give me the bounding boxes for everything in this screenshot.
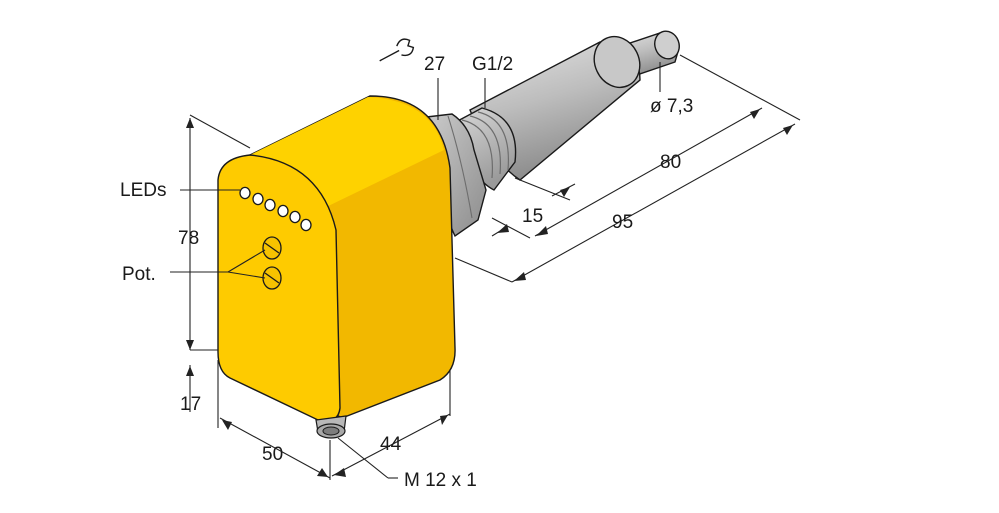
housing-front — [217, 154, 341, 422]
width-label: 50 — [262, 444, 283, 465]
thread-lines — [461, 111, 510, 179]
probe — [417, 30, 680, 238]
hex-face-line — [447, 115, 473, 219]
led-2 — [252, 192, 264, 206]
diameter-label: ø 7,3 — [650, 96, 693, 117]
total-length-label: 95 — [612, 212, 633, 233]
connector-offset-label: 17 — [180, 394, 201, 415]
wrench-icon — [379, 38, 415, 62]
potentiometer-top — [262, 236, 282, 260]
led-4 — [277, 204, 289, 218]
connector-label: M 12 x 1 — [404, 470, 477, 491]
arrowheads — [186, 109, 793, 477]
led-6 — [300, 218, 312, 232]
led-row — [239, 186, 312, 232]
height-label: 78 — [178, 228, 199, 249]
wrench-size-label: 27 — [424, 54, 445, 75]
m12-connector — [315, 415, 347, 439]
thread-length-label: 15 — [522, 206, 543, 227]
led-3 — [264, 198, 276, 212]
potentiometer-bottom — [262, 266, 282, 290]
housing — [217, 95, 456, 439]
leds-label: LEDs — [120, 180, 166, 201]
led-1 — [239, 186, 251, 200]
probe-tip-end — [654, 30, 680, 60]
labels: 27 G1/2 ø 7,3 80 95 15 LEDs Pot. 78 17 5… — [120, 54, 693, 491]
dimension-lines — [170, 54, 801, 480]
probe-length-label: 80 — [660, 152, 681, 173]
depth-label: 44 — [380, 434, 402, 455]
pot-label: Pot. — [122, 264, 156, 285]
thread-label: G1/2 — [472, 54, 513, 75]
housing-top — [250, 97, 444, 210]
led-5 — [289, 210, 301, 224]
probe-rod-end — [593, 35, 641, 89]
